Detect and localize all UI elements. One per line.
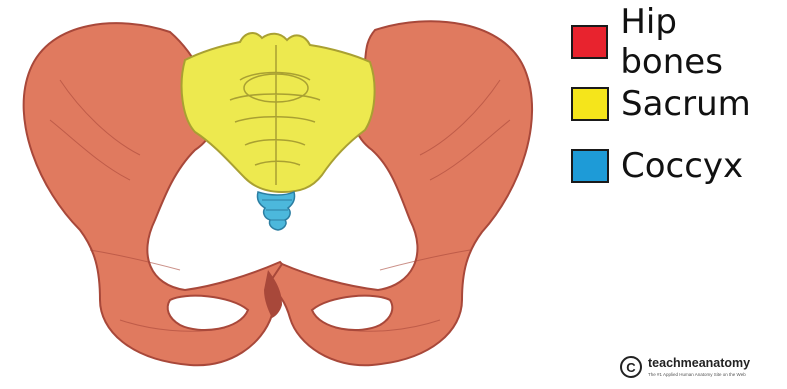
brand-tagline: The #1 Applied Human Anatomy Site on the… bbox=[648, 373, 750, 378]
copyright-icon: C bbox=[620, 356, 642, 378]
sacrum bbox=[182, 33, 375, 192]
legend: Hip bones Sacrum Coccyx bbox=[571, 22, 787, 208]
legend-label-hip-bones: Hip bones bbox=[620, 2, 787, 82]
brand-name: teachmeanatomy bbox=[648, 357, 750, 370]
coccyx bbox=[257, 192, 294, 230]
legend-swatch-coccyx bbox=[571, 149, 609, 183]
brand-text: teachmeanatomy The #1 Applied Human Anat… bbox=[648, 357, 750, 377]
legend-swatch-sacrum bbox=[571, 87, 609, 121]
legend-item-sacrum: Sacrum bbox=[571, 84, 787, 124]
teachmeanatomy-watermark: C teachmeanatomy The #1 Applied Human An… bbox=[620, 356, 750, 378]
legend-item-coccyx: Coccyx bbox=[571, 146, 787, 186]
legend-swatch-hip-bones bbox=[571, 25, 608, 59]
legend-label-coccyx: Coccyx bbox=[621, 146, 743, 186]
legend-label-sacrum: Sacrum bbox=[621, 84, 751, 124]
legend-item-hip-bones: Hip bones bbox=[571, 22, 787, 62]
